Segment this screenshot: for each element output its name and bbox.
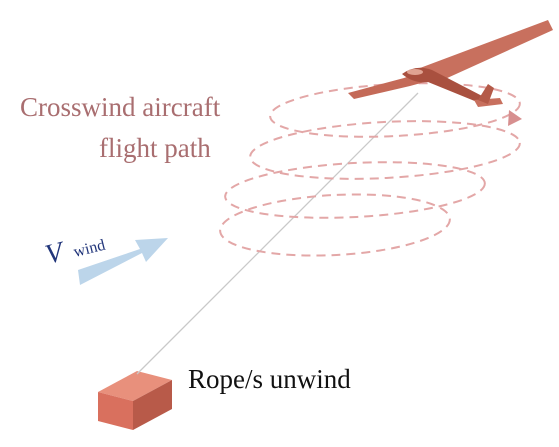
tether-rope xyxy=(136,92,419,375)
wind-label-subscript: wind xyxy=(72,237,107,261)
flight-path-label-line1: Crosswind aircraft xyxy=(20,92,221,122)
wind-label-main: V xyxy=(42,236,69,271)
flight-path xyxy=(219,82,521,257)
ground-station-box xyxy=(98,371,172,430)
wind-arrow xyxy=(78,238,168,285)
rope-label: Rope/s unwind xyxy=(188,364,351,394)
flight-direction-arrowhead xyxy=(508,110,522,126)
flight-path-label-line2: flight path xyxy=(99,133,211,163)
kite-aircraft xyxy=(348,20,553,107)
